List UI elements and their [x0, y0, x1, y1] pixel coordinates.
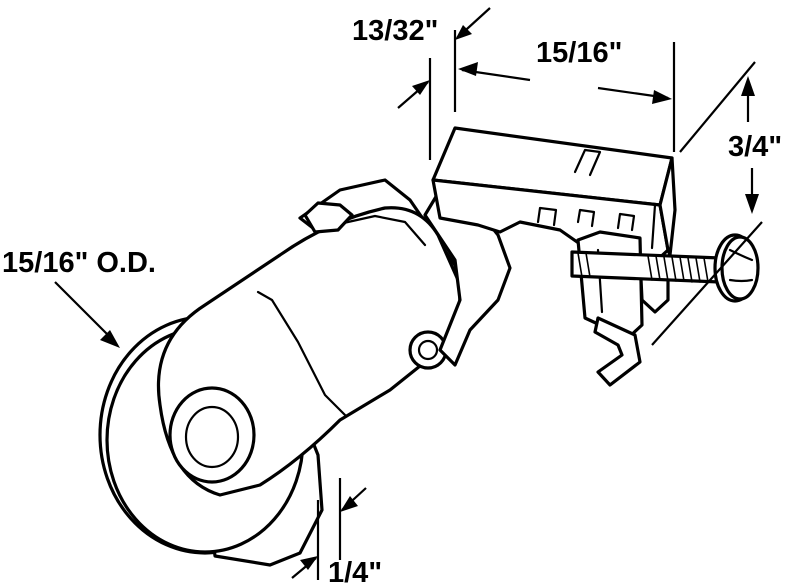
dimension-wheel-diameter	[54, 281, 120, 348]
height-extension-bottom	[651, 221, 763, 346]
adjustment-screw	[570, 233, 760, 303]
bracket-side-face	[658, 156, 677, 257]
clamp-hook	[593, 316, 642, 387]
screw-head-slot	[728, 248, 754, 262]
roller-housing	[156, 178, 512, 497]
dimension-bracket-height	[651, 61, 763, 346]
wheel-width-label: 1/4"	[328, 557, 382, 587]
dimension-bracket-length	[458, 42, 676, 152]
pivot-rivet-center	[417, 339, 439, 361]
dimension-setback	[397, 7, 491, 160]
height-arrow-bottom	[745, 194, 759, 214]
screw-threads	[577, 252, 709, 283]
width-arrow-right	[340, 496, 358, 512]
bracket-notch-1	[536, 206, 558, 227]
width-arrow-left	[300, 556, 318, 570]
axle-eye	[168, 386, 256, 484]
screw-head-rim	[728, 278, 754, 283]
housing-tab	[303, 201, 354, 234]
length-arrow-left	[458, 62, 478, 76]
bracket-notch-2	[576, 208, 596, 228]
wheel-diameter-label: 15/16" O.D.	[2, 247, 156, 279]
setback-label: 13/32"	[352, 15, 438, 47]
bracket-top-slot	[573, 148, 602, 177]
bracket-side-edge	[650, 203, 657, 250]
setback-arrow-left	[412, 80, 430, 95]
height-extension-top	[679, 61, 756, 153]
bracket-notch-3	[616, 212, 636, 232]
bracket-length-label: 15/16"	[536, 37, 622, 69]
bracket-height-label: 3/4"	[728, 131, 782, 163]
axle-bore	[184, 405, 240, 469]
height-arrow-top	[741, 76, 755, 96]
adjustment-bracket	[431, 126, 677, 387]
length-arrow-right	[652, 90, 672, 104]
arm-section-line	[256, 290, 347, 417]
setback-arrow-right	[455, 25, 472, 40]
diameter-leader	[54, 281, 109, 336]
diameter-arrow	[100, 330, 120, 348]
dimension-wheel-width	[291, 478, 367, 580]
